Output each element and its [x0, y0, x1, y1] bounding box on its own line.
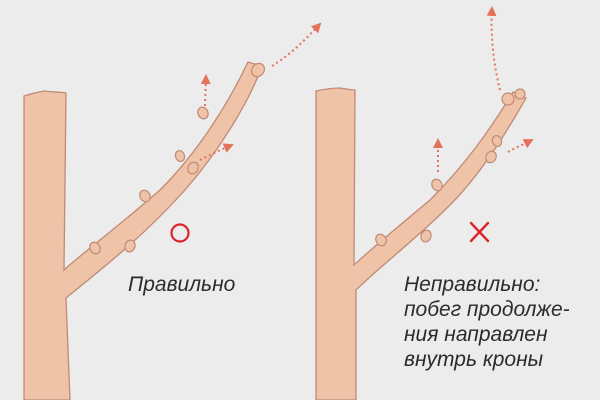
incorrect-caption: Неправильно: побег продолже- ния направл…	[404, 272, 570, 372]
bud	[491, 135, 503, 147]
arrow-side	[199, 143, 234, 161]
arrow-up	[200, 74, 211, 107]
bud	[485, 150, 497, 164]
bud	[420, 229, 432, 243]
bud	[375, 233, 387, 247]
trunk-left	[23, 61, 263, 400]
bud	[174, 150, 186, 162]
bud	[124, 239, 136, 253]
bud	[514, 88, 526, 100]
arrow-side	[507, 139, 534, 153]
buds-left	[89, 62, 266, 255]
caption-line: ния направлен	[404, 323, 548, 346]
bud	[431, 178, 443, 192]
trunk-right	[315, 87, 527, 400]
bud	[197, 106, 209, 120]
correct-mark-icon	[170, 223, 190, 243]
caption-line: внутрь кроны	[404, 348, 544, 371]
incorrect-mark-icon	[469, 221, 490, 243]
bud	[187, 161, 199, 175]
correct-caption: Правильно	[128, 272, 235, 297]
buds-right	[375, 88, 526, 247]
caption-line: побег продолже-	[404, 298, 570, 321]
bud	[501, 92, 515, 106]
bud	[250, 62, 266, 78]
correct-tree-illustration	[23, 22, 322, 400]
incorrect-tree-illustration	[315, 6, 534, 400]
bud	[89, 241, 101, 255]
bud	[139, 189, 151, 203]
growth-arrows-left	[199, 22, 322, 161]
caption-line: Неправильно:	[404, 273, 541, 296]
caption-line: Правильно	[128, 273, 236, 296]
arrow-tip	[486, 6, 501, 91]
arrow-tip	[271, 22, 322, 67]
growth-arrows-right	[433, 6, 534, 172]
